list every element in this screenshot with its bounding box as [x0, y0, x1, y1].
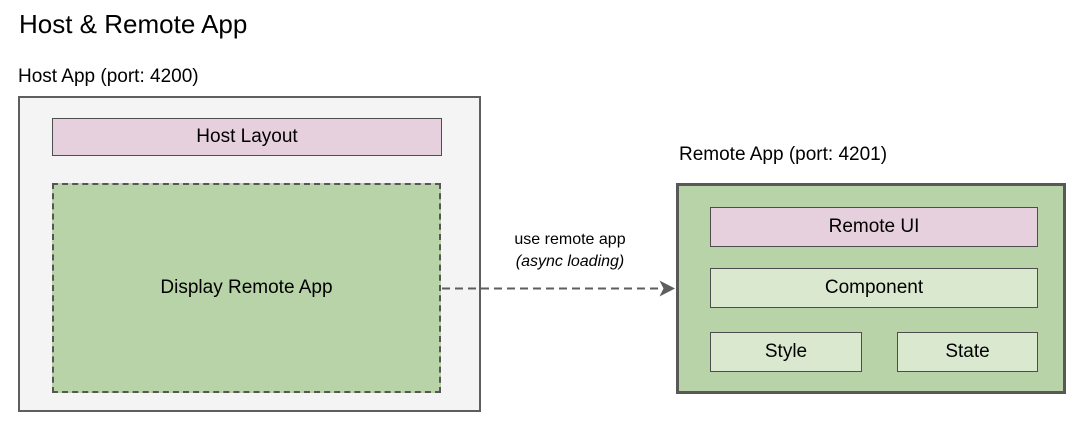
connection-label-line1: use remote app: [514, 231, 626, 248]
state-node: State: [897, 332, 1038, 372]
remote-app-label: Remote App (port: 4201): [679, 144, 888, 165]
host-layout-node: Host Layout: [52, 118, 442, 156]
connection-label-line2: (async loading): [515, 253, 625, 270]
connection-label: use remote app (async loading): [470, 229, 670, 273]
remote-ui-node: Remote UI: [710, 207, 1038, 247]
remote-app-container: Remote UI Component Style State: [676, 183, 1066, 394]
host-app-container: Host Layout Display Remote App: [18, 96, 481, 412]
style-node: Style: [710, 332, 862, 372]
arrow-head-icon: [659, 280, 675, 297]
display-remote-app-node: Display Remote App: [52, 183, 441, 393]
diagram-title: Host & Remote App: [19, 9, 248, 39]
component-node: Component: [710, 268, 1038, 308]
host-app-label: Host App (port: 4200): [18, 66, 199, 87]
